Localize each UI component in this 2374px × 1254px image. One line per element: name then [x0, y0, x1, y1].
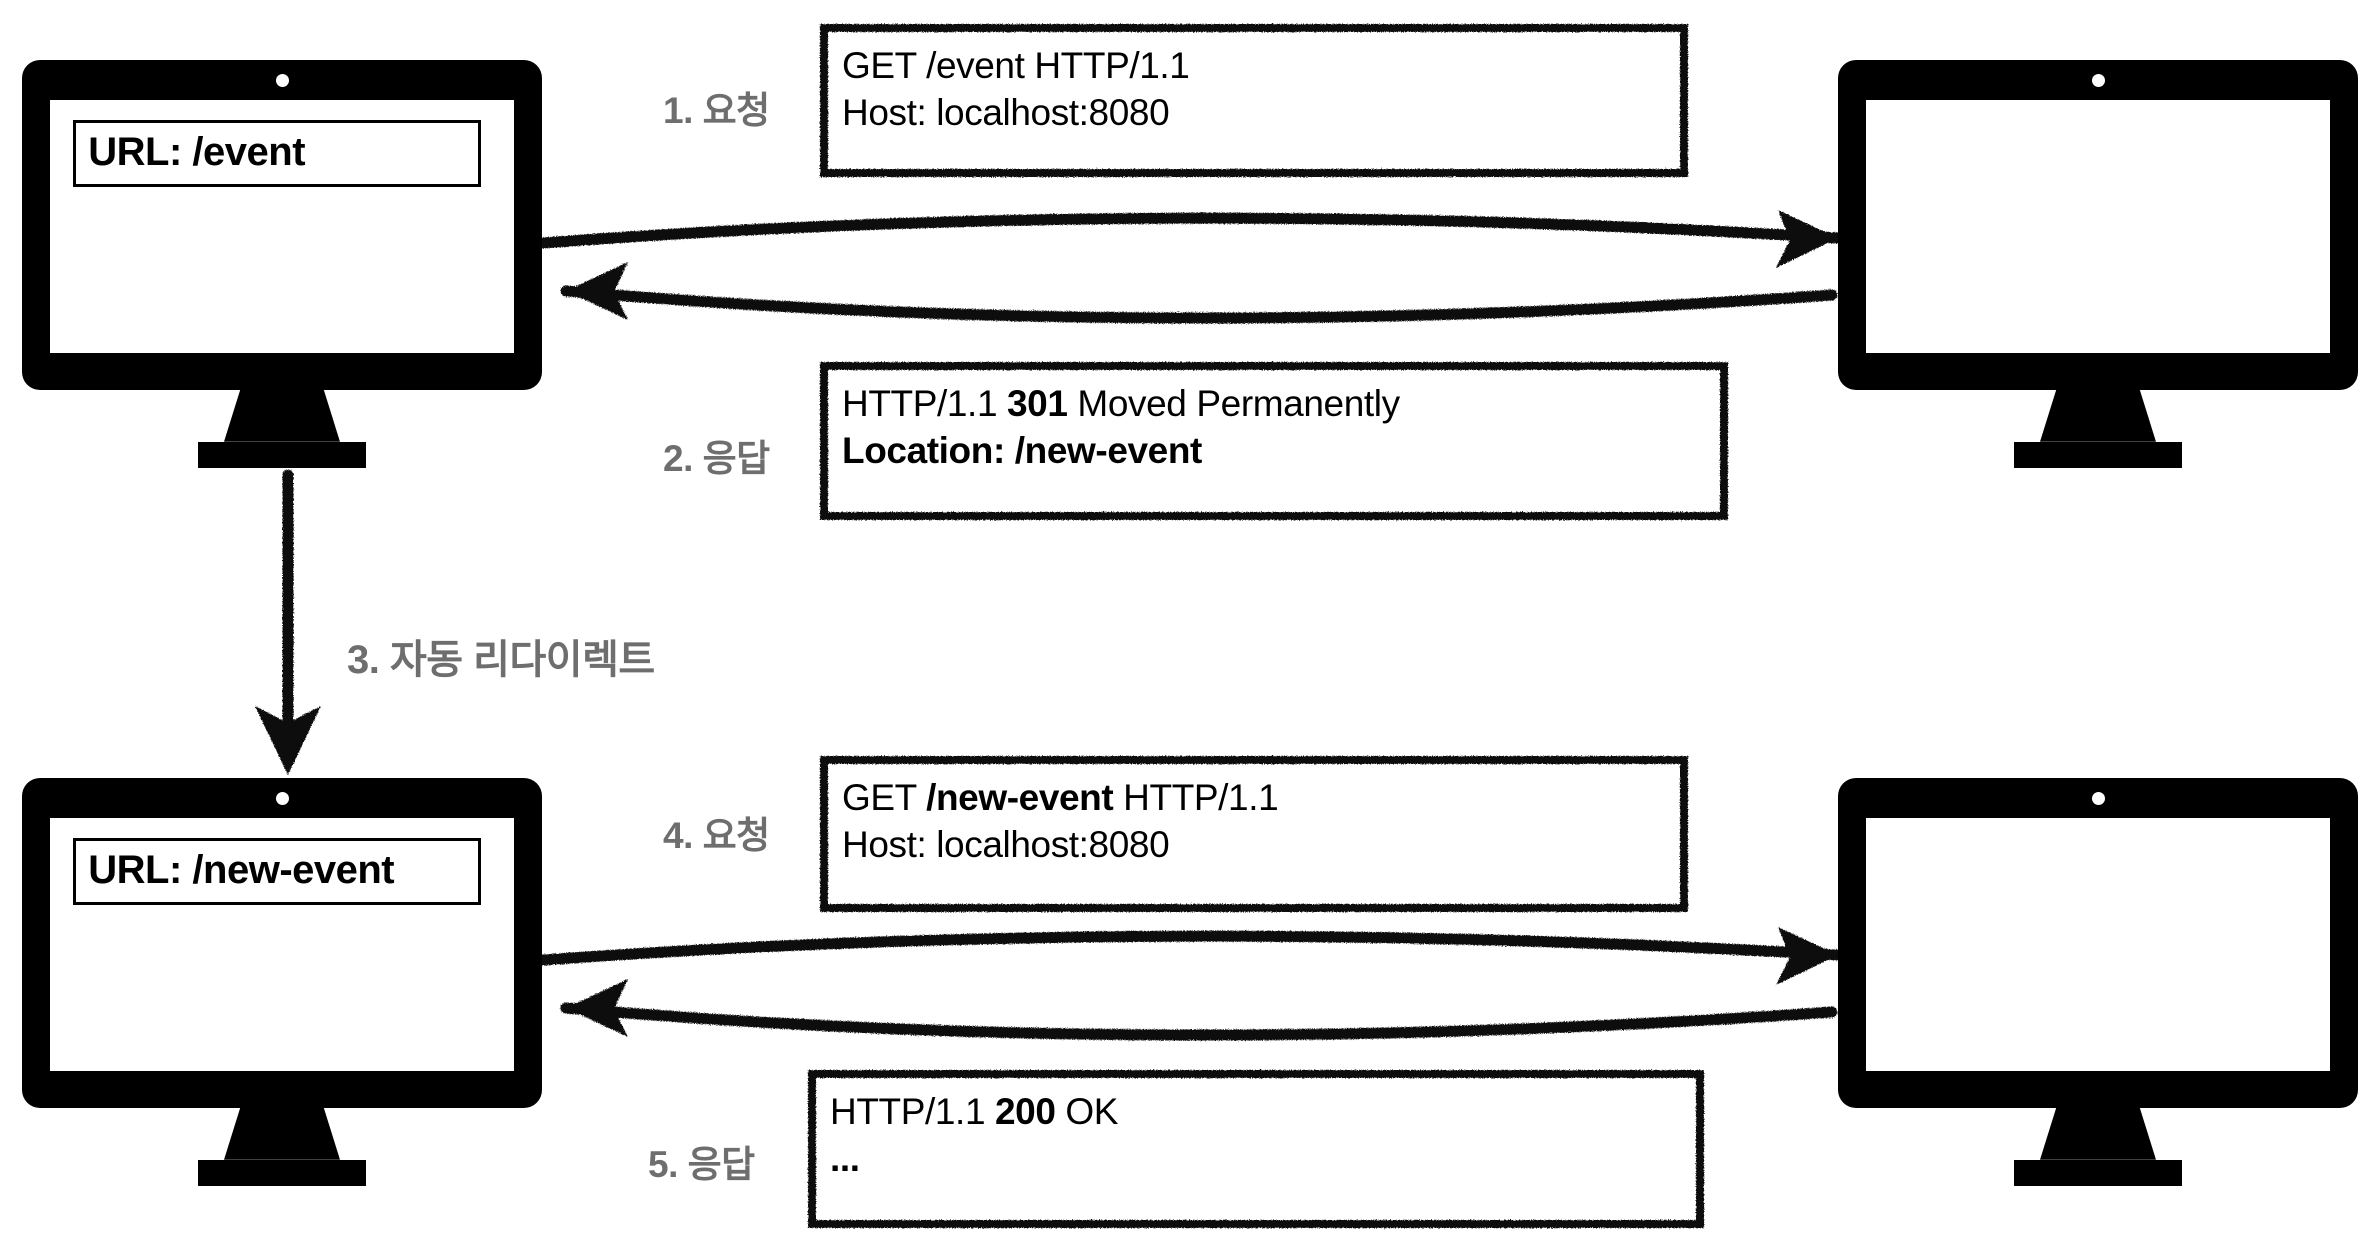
msg-line: GET /event HTTP/1.1 [842, 42, 1666, 89]
msg-part-emphasis: 301 [1007, 383, 1068, 424]
step-label-4: 4. 요청 [663, 815, 770, 856]
client-monitor-after: URL: /new-event [22, 778, 542, 1198]
monitor-neck [2040, 389, 2156, 442]
msg-part-emphasis: 200 [995, 1091, 1056, 1132]
msg-part: Moved Permanently [1067, 383, 1400, 424]
msg-part: OK [1055, 1091, 1119, 1132]
message-box-step-4: GET /new-event HTTP/1.1 Host: localhost:… [820, 756, 1688, 912]
monitor-base [2014, 1159, 2182, 1186]
msg-part-emphasis: /new-event [926, 777, 1114, 818]
msg-part: HTTP/1.1 [1113, 777, 1279, 818]
monitor-neck [224, 389, 340, 442]
msg-line: Host: localhost:8080 [842, 821, 1666, 868]
monitor-screen [1866, 100, 2330, 353]
monitor-base [2014, 441, 2182, 468]
msg-part: Host: localhost:8080 [842, 824, 1170, 866]
url-bar-before[interactable]: URL: /event [73, 120, 482, 188]
monitor-camera-icon [275, 74, 289, 87]
msg-part: GET /event HTTP/1.1 [842, 45, 1190, 86]
arrow-response-2 [560, 262, 1838, 324]
monitor-screen [1866, 818, 2330, 1071]
msg-part-emphasis: Location: /new-event [842, 430, 1202, 472]
server-monitor-top [1838, 60, 2358, 480]
monitor-base [198, 441, 366, 468]
arrow-redirect-3 [255, 469, 321, 775]
msg-part-emphasis: ... [830, 1138, 860, 1180]
msg-line: GET /new-event HTTP/1.1 [842, 774, 1666, 821]
monitor-camera-icon [2091, 74, 2105, 87]
server-monitor-bottom [1838, 778, 2358, 1198]
msg-part: HTTP/1.1 [842, 383, 1007, 424]
monitor-screen: URL: /new-event [50, 818, 514, 1071]
step-label-2: 2. 응답 [663, 438, 770, 479]
monitor-camera-icon [2091, 792, 2105, 805]
arrow-request-1 [537, 210, 1844, 268]
msg-line: HTTP/1.1 200 OK [830, 1088, 1682, 1135]
msg-line: Location: /new-event [842, 427, 1706, 474]
message-box-step-1: GET /event HTTP/1.1 Host: localhost:8080 [820, 24, 1688, 177]
monitor-neck [224, 1107, 340, 1160]
msg-part: Host: localhost:8080 [842, 92, 1170, 134]
msg-part: HTTP/1.1 [830, 1091, 995, 1132]
monitor-neck [2040, 1107, 2156, 1160]
message-box-step-2: HTTP/1.1 301 Moved Permanently Location:… [820, 362, 1728, 520]
msg-line: HTTP/1.1 301 Moved Permanently [842, 380, 1706, 427]
arrow-request-4 [537, 927, 1844, 985]
msg-part: GET [842, 777, 927, 818]
msg-line: Host: localhost:8080 [842, 89, 1666, 136]
msg-line: ... [830, 1135, 1682, 1182]
step-label-1: 1. 요청 [663, 90, 770, 131]
url-bar-after[interactable]: URL: /new-event [73, 838, 482, 906]
monitor-camera-icon [275, 792, 289, 805]
client-monitor-before: URL: /event [22, 60, 542, 480]
monitor-base [198, 1159, 366, 1186]
step-label-3: 3. 자동 리다이렉트 [347, 638, 655, 682]
monitor-screen: URL: /event [50, 100, 514, 353]
message-box-step-5: HTTP/1.1 200 OK ... [808, 1070, 1704, 1228]
arrow-response-5 [560, 979, 1838, 1041]
step-label-5: 5. 응답 [648, 1144, 755, 1185]
